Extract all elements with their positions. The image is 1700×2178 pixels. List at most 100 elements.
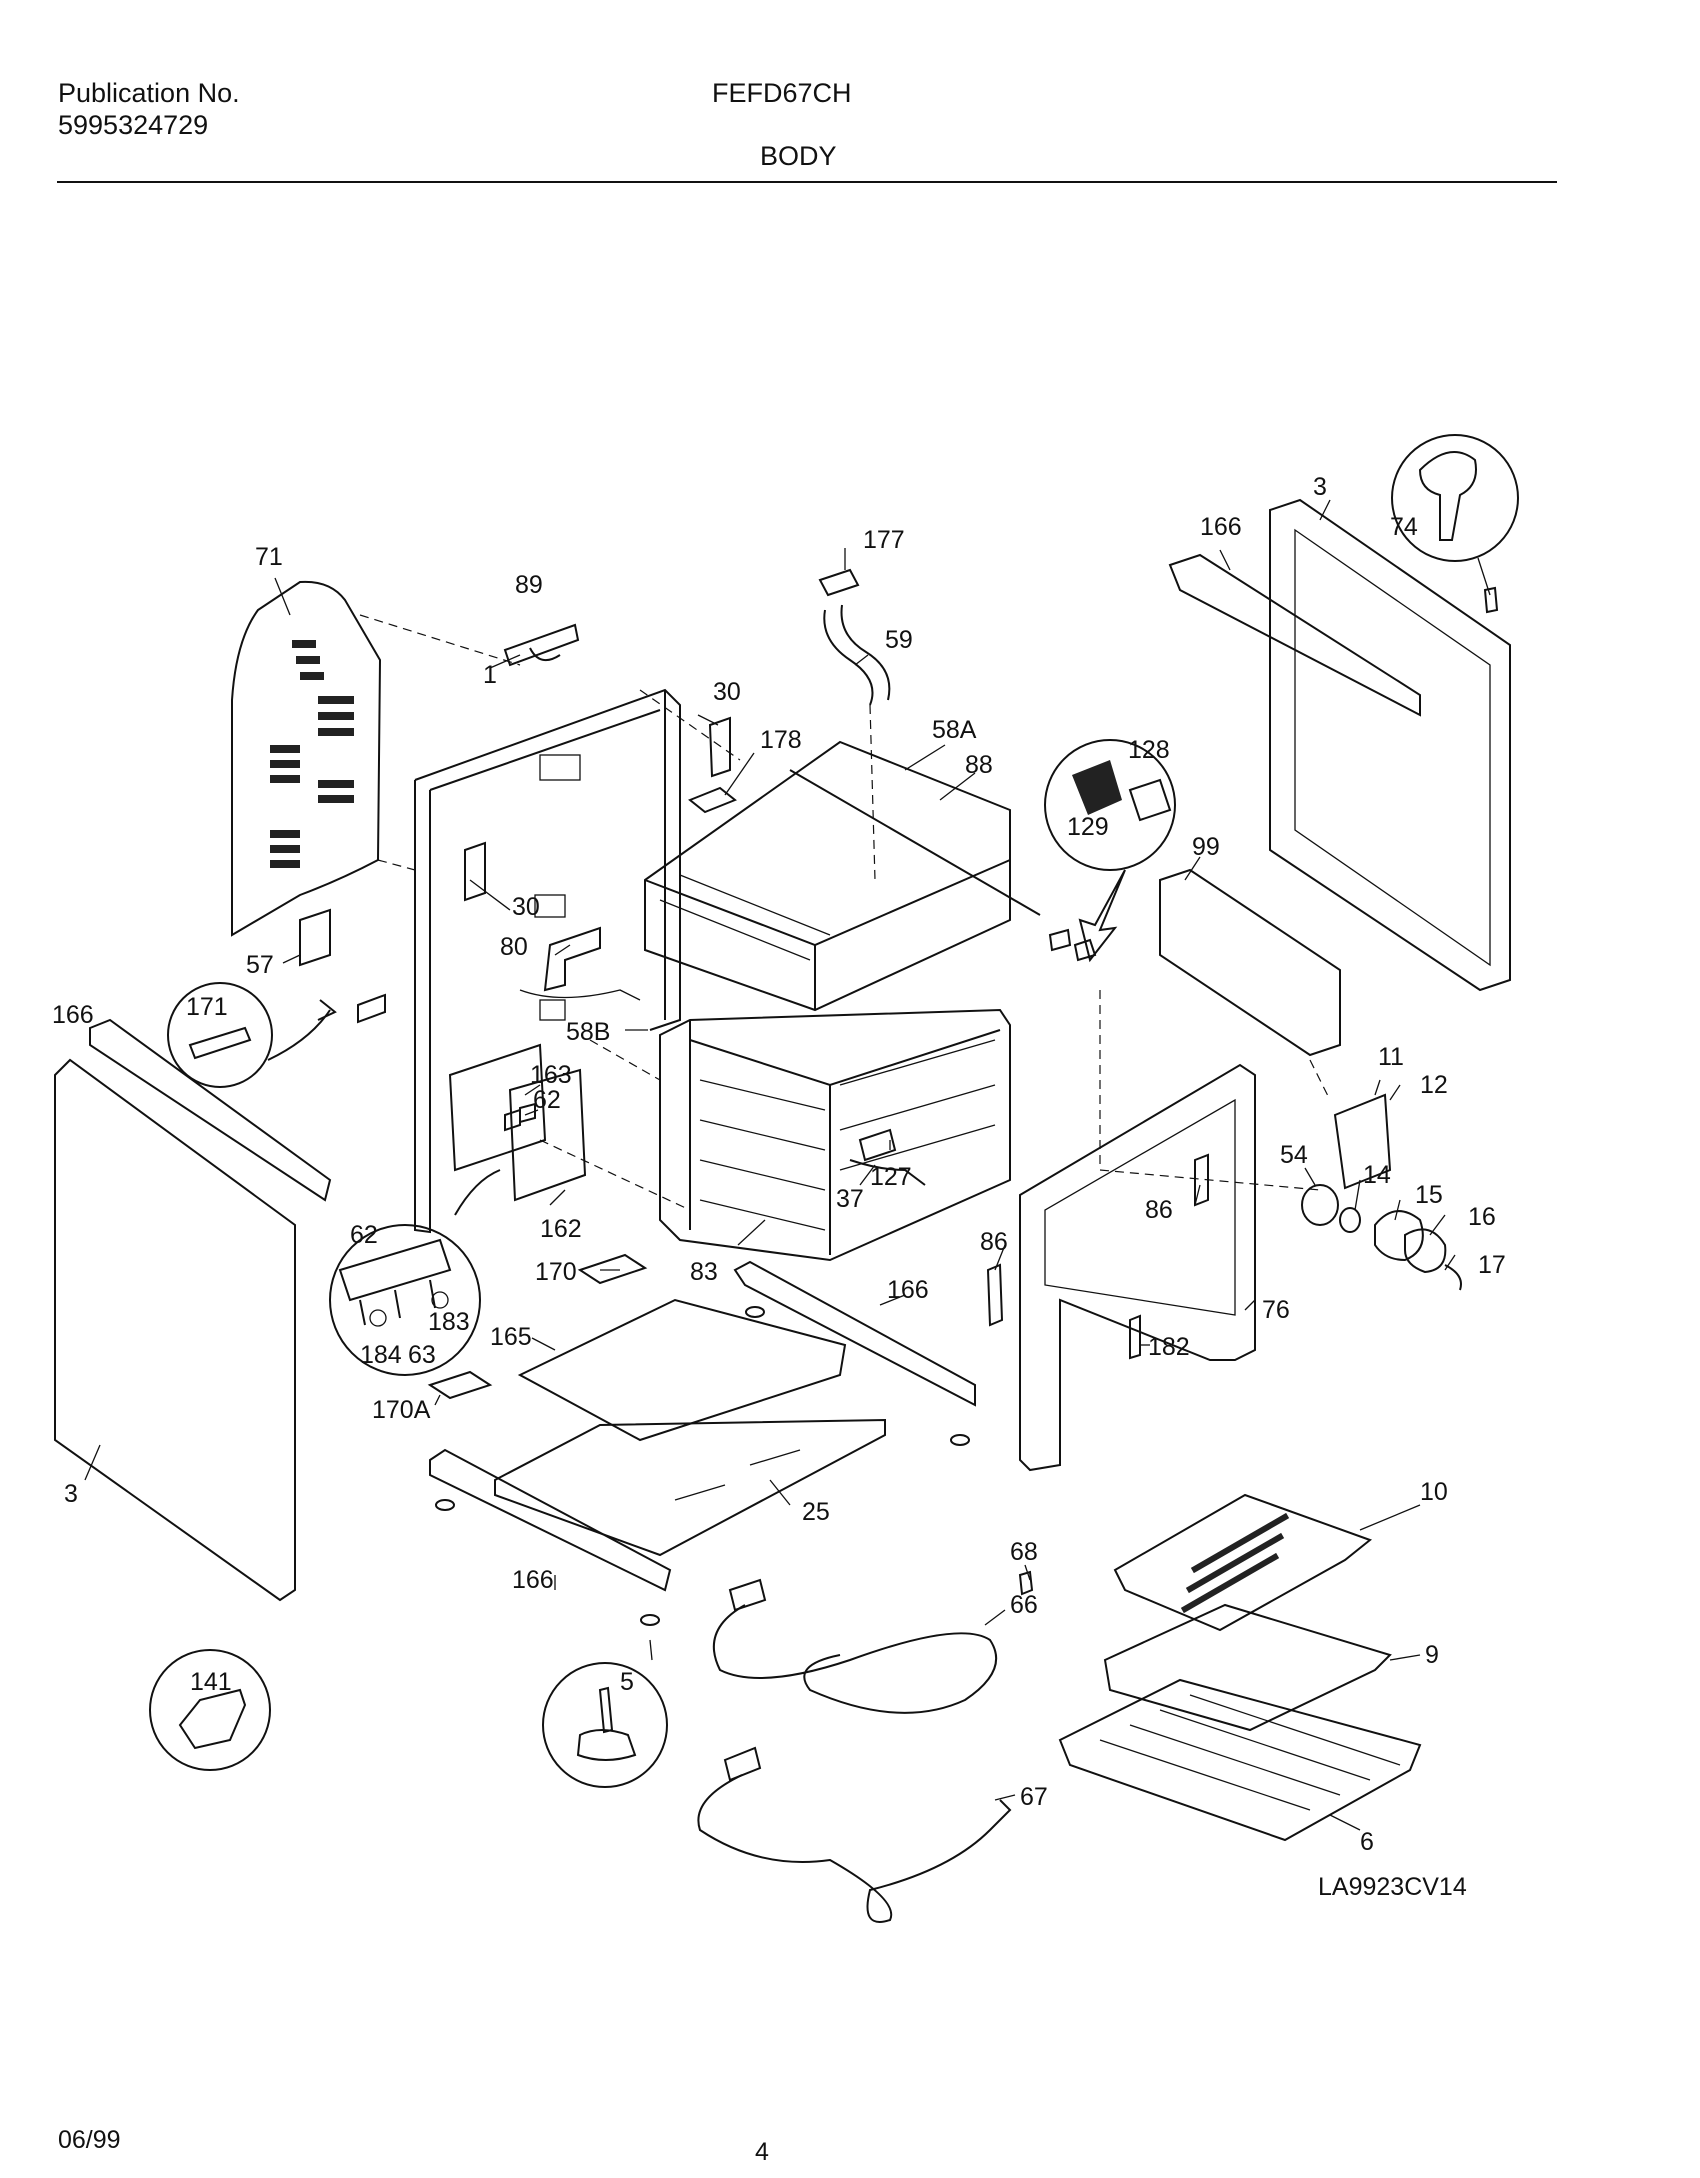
callout-9: 9 xyxy=(1425,1641,1439,1669)
clip-178 xyxy=(688,786,737,814)
hinge-86-right xyxy=(1194,1153,1209,1207)
detail-circle-5 xyxy=(542,1639,668,1788)
callout-16: 16 xyxy=(1468,1203,1496,1231)
callout-6: 6 xyxy=(1360,1828,1374,1856)
callout-141: 141 xyxy=(190,1668,232,1696)
detail-circle-128-129 xyxy=(1044,739,1176,963)
detail-circle-terminal xyxy=(329,1169,501,1376)
callout-66: 66 xyxy=(1010,1591,1038,1619)
oven-rack-6 xyxy=(1058,1678,1422,1842)
callout-17: 17 xyxy=(1478,1251,1506,1279)
callout-165: 165 xyxy=(490,1323,532,1351)
side-panel-76 xyxy=(1019,1063,1256,1472)
wire-37 xyxy=(849,1159,926,1186)
oven-cavity xyxy=(659,1008,1011,1262)
broil-element-66 xyxy=(712,1570,1034,1714)
detail-circle-141 xyxy=(149,1649,271,1771)
plate-170 xyxy=(577,1253,648,1285)
callout-30-upper: 30 xyxy=(713,678,741,706)
drawing-code: LA9923CV14 xyxy=(1318,1873,1467,1901)
footer-date: 06/99 xyxy=(58,2126,121,2154)
panel-165 xyxy=(517,1298,847,1442)
callout-62-upper: 62 xyxy=(533,1086,561,1114)
broil-pan-10 xyxy=(1113,1493,1373,1632)
callout-1: 1 xyxy=(483,661,497,689)
callout-63: 63 xyxy=(408,1341,436,1369)
callout-86-right: 86 xyxy=(1145,1196,1173,1224)
callout-58a: 58A xyxy=(932,716,977,744)
vent-tube-59 xyxy=(818,568,891,706)
rod-88 xyxy=(789,769,1041,916)
bracket-89 xyxy=(503,623,580,667)
leveling-feet xyxy=(435,1306,970,1626)
trim-166-mid xyxy=(733,1260,976,1407)
rear-panel-71 xyxy=(231,580,382,937)
callout-3-left: 3 xyxy=(64,1480,78,1508)
callout-83: 83 xyxy=(690,1258,718,1286)
access-cover-57 xyxy=(299,908,331,967)
publication-label: Publication No. xyxy=(58,78,240,108)
callout-25: 25 xyxy=(802,1498,830,1526)
bracket-182 xyxy=(1129,1314,1141,1360)
bracket-30-upper xyxy=(708,716,731,778)
callout-67: 67 xyxy=(1020,1783,1048,1811)
callout-99: 99 xyxy=(1192,833,1220,861)
side-panel-76-opening xyxy=(1044,1098,1236,1316)
detail-circle-74 xyxy=(1391,434,1519,614)
callout-59: 59 xyxy=(885,626,913,654)
callout-127: 127 xyxy=(870,1163,912,1191)
plate-170a xyxy=(427,1370,493,1400)
callout-68: 68 xyxy=(1010,1538,1038,1566)
model-number: FEFD67CH xyxy=(712,78,852,108)
bake-element-67 xyxy=(697,1746,1012,1923)
callout-57: 57 xyxy=(246,951,274,979)
callout-37: 37 xyxy=(836,1185,864,1213)
callout-71: 71 xyxy=(255,543,283,571)
callout-182: 182 xyxy=(1148,1333,1190,1361)
callout-5: 5 xyxy=(620,1668,634,1696)
callout-14: 14 xyxy=(1363,1161,1391,1189)
callout-80: 80 xyxy=(500,933,528,961)
callout-183: 183 xyxy=(428,1308,470,1336)
callout-86-left: 86 xyxy=(980,1228,1008,1256)
trim-166-left xyxy=(89,1018,332,1202)
callout-88: 88 xyxy=(965,751,993,779)
body-frame-1 xyxy=(414,688,681,1234)
callout-177: 177 xyxy=(863,526,905,554)
callout-129: 129 xyxy=(1067,813,1109,841)
insulation-58a xyxy=(644,740,1011,1012)
detail-circle-171 xyxy=(167,982,386,1088)
bracket-11 xyxy=(1333,1093,1392,1190)
callout-11: 11 xyxy=(1378,1043,1404,1071)
callout-178: 178 xyxy=(760,726,802,754)
callout-171: 171 xyxy=(186,993,228,1021)
callout-62-lower: 62 xyxy=(350,1221,378,1249)
callout-166-top: 166 xyxy=(1200,513,1242,541)
section-title: BODY xyxy=(760,141,837,171)
callout-162: 162 xyxy=(540,1215,582,1243)
callout-74: 74 xyxy=(1390,513,1418,541)
callout-12: 12 xyxy=(1420,1071,1448,1099)
side-panel-3-left xyxy=(54,1058,296,1602)
terminal-block-163 xyxy=(448,1043,587,1202)
trim-166-bottom xyxy=(429,1448,672,1592)
callout-166-left: 166 xyxy=(52,1001,94,1029)
callout-30-lower: 30 xyxy=(512,893,540,921)
callout-166-mid: 166 xyxy=(887,1276,929,1304)
leader-lines xyxy=(84,499,1456,1831)
publication-number: 5995324729 xyxy=(58,110,209,140)
callout-170: 170 xyxy=(535,1258,577,1286)
hinge-86-left xyxy=(986,1263,1004,1327)
callout-15: 15 xyxy=(1415,1181,1443,1209)
callout-166-bottom: 166 xyxy=(512,1566,554,1594)
bracket-80 xyxy=(543,926,601,992)
bracket-30-lower xyxy=(464,841,486,902)
sensor-127 xyxy=(858,1128,897,1162)
panel-99 xyxy=(1159,868,1341,1057)
callout-76: 76 xyxy=(1262,1296,1290,1324)
callout-54: 54 xyxy=(1280,1141,1308,1169)
header-rule xyxy=(57,181,1557,183)
callout-89: 89 xyxy=(515,571,543,599)
callout-163: 163 xyxy=(530,1061,572,1089)
